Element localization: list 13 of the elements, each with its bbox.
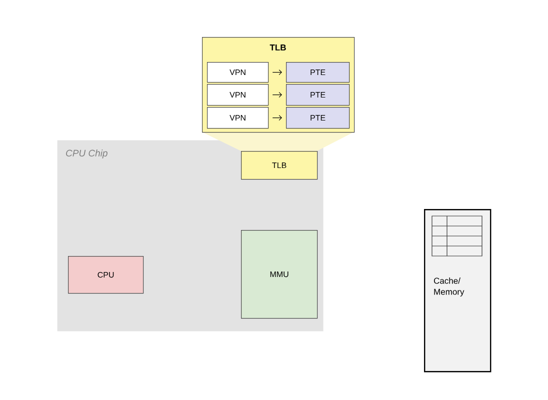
vpn-cell: VPN — [207, 62, 269, 83]
cpu-box: CPU — [68, 256, 144, 294]
arrow — [272, 92, 282, 98]
arrow — [272, 115, 282, 121]
vpn-cell: VPN — [207, 84, 269, 106]
memory-box: Cache/ Memory — [424, 209, 492, 372]
pte-cell: PTE — [286, 107, 350, 129]
pte-cell: PTE — [286, 62, 350, 83]
vpn-cell: VPN — [207, 107, 269, 129]
pte-cell: PTE — [286, 84, 350, 106]
mmu-box: MMU — [241, 230, 318, 319]
tlb-box: TLB — [241, 151, 318, 180]
arrow — [272, 70, 282, 76]
